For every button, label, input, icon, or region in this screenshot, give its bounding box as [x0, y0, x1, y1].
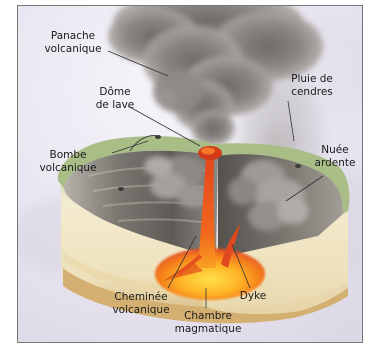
- illustration-frame: Panache volcanique Pluie de cendres Dôme…: [17, 5, 363, 343]
- label-nuee-ardente: Nuée ardente: [310, 144, 360, 169]
- label-pluie-de-cendres: Pluie de cendres: [283, 73, 341, 98]
- label-cheminee-volcanique: Cheminée volcanique: [110, 291, 172, 316]
- label-chambre-magmatique: Chambre magmatique: [173, 310, 243, 335]
- label-panache-volcanique: Panache volcanique: [40, 30, 106, 55]
- label-dome-de-lave: Dôme de lave: [88, 86, 142, 111]
- volcanic-bomb: [155, 135, 161, 139]
- label-bombe-volcanique: Bombe volcanique: [36, 149, 100, 174]
- volcano-illustration: [18, 6, 363, 343]
- label-dyke: Dyke: [236, 290, 270, 303]
